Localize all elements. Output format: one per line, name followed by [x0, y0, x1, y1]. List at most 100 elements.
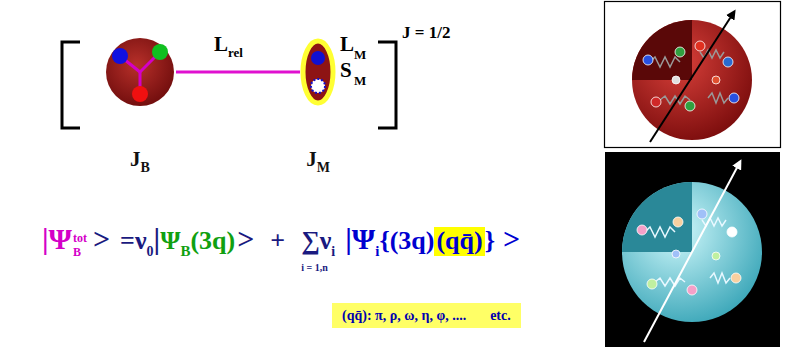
- quark-dot: [729, 93, 739, 103]
- gluon-spring: [708, 93, 728, 103]
- equation-symbol: }: [485, 226, 495, 255]
- equation-part: +: [270, 227, 285, 256]
- baryon-circle-fill: [106, 38, 174, 106]
- edge-label: L: [214, 34, 228, 55]
- left-bracket: [62, 42, 80, 128]
- equation-part: B: [180, 242, 190, 260]
- equation-part: }: [485, 227, 495, 256]
- meson-list-text: (qq̄): π, ρ, ω, η, φ, ....: [342, 308, 466, 323]
- right-bracket: [378, 42, 396, 128]
- equation-symbol: >: [503, 222, 520, 255]
- quark-dot: [651, 97, 661, 107]
- quark-dot: [731, 273, 741, 283]
- gluon-spring: [700, 50, 724, 58]
- cutaway: [632, 20, 692, 80]
- spin-label: JB: [84, 148, 196, 175]
- antiquark-dot: [311, 79, 325, 93]
- equation-part: (qq̄): [434, 227, 484, 256]
- quark-dot: [311, 51, 325, 65]
- quark-dot: [697, 209, 707, 219]
- gluon-spring: [645, 227, 675, 237]
- gluon-spring: [710, 273, 730, 283]
- relative-motion-line: [176, 71, 300, 74]
- script-label: tot: [73, 231, 87, 245]
- gluon-springs: [645, 218, 730, 286]
- equation-part: |: [154, 222, 161, 255]
- equation-part: ∑νi = 1,n: [301, 227, 331, 256]
- subscript-label: rel: [228, 46, 243, 59]
- equation-symbol: |: [154, 222, 161, 255]
- equation-part: totB: [73, 231, 87, 260]
- equation-symbol: +: [270, 226, 285, 255]
- quark-dot: [712, 76, 720, 84]
- meson-oval: JM: [300, 38, 336, 106]
- equation-symbol: >: [237, 222, 254, 255]
- quark-dot: [637, 225, 647, 235]
- subscript-label: M: [354, 74, 366, 87]
- proton-picture-cyan: [605, 152, 781, 348]
- equation-symbol: i: [331, 244, 335, 259]
- wavefunction-equation: |ΨtotB>=ν0|ΨB(3q)>+∑νi = 1,ni|Ψi{(3q)(qq…: [42, 222, 520, 260]
- equation-part: >: [93, 222, 110, 255]
- meson-oval-fill: [303, 41, 333, 103]
- total-spin-label: J = 1/2: [402, 24, 450, 41]
- quark-dot: [727, 227, 737, 237]
- picture-frame: [605, 152, 781, 348]
- equation-part: {(3q): [379, 227, 434, 256]
- picture-frame: [605, 2, 781, 148]
- spin-arrow: [650, 12, 734, 142]
- proton-picture-red: [605, 2, 781, 148]
- equation-symbol: {(3q): [379, 226, 434, 255]
- script-label: B: [73, 245, 87, 259]
- quark-dots: [643, 41, 739, 111]
- quantum-number-label: L: [340, 34, 354, 55]
- meson-list-text: etc.: [490, 308, 511, 323]
- equation-symbol: 0: [147, 244, 154, 259]
- quark-dot: [695, 41, 705, 51]
- quark-dot: [152, 44, 168, 60]
- equation-part: =ν: [120, 227, 146, 256]
- quark-dot: [672, 250, 680, 258]
- equation-part: 0: [147, 242, 154, 260]
- equation-part: i: [331, 242, 335, 260]
- equation-part: (3q): [190, 227, 235, 256]
- equation-part: >: [237, 222, 254, 255]
- meson-shape: [300, 38, 336, 106]
- quark-dot: [685, 101, 695, 111]
- quark-dot: [687, 285, 697, 295]
- equation-symbol: B: [180, 243, 190, 259]
- subscript-label: B: [141, 160, 150, 175]
- spin-symbol: J: [306, 147, 317, 171]
- quark-dot: [712, 252, 720, 260]
- equation-symbol: >: [93, 222, 110, 255]
- equation-symbol: (qq̄): [436, 226, 482, 255]
- equation-part: |Ψ: [345, 222, 375, 255]
- subscript-label: M: [317, 160, 330, 175]
- quark-dots: [637, 209, 741, 295]
- equation-symbol: ∑ν: [301, 226, 331, 255]
- baryon-shape: [104, 36, 176, 108]
- baryon-circle: JB: [104, 36, 176, 108]
- equation-symbol: Ψ: [160, 226, 180, 255]
- meson-list-box: (qq̄): π, ρ, ω, η, φ, .... etc.: [332, 303, 521, 328]
- equation-symbol: |Ψ: [42, 222, 72, 255]
- equation-part: >: [503, 222, 520, 255]
- quark-dot: [112, 48, 128, 64]
- quark-dot: [723, 57, 733, 67]
- equation-symbol: (3q): [190, 226, 235, 255]
- quark-dot: [132, 86, 148, 102]
- equation-symbol: i: [375, 243, 379, 259]
- equation-part: |Ψ: [42, 222, 72, 255]
- gluon-spring: [650, 57, 680, 67]
- equation-symbol: |Ψ: [345, 222, 375, 255]
- highlight-box: (qq̄): [434, 227, 484, 256]
- sum-limits: i = 1,n: [301, 262, 328, 273]
- subscript-label: M: [354, 48, 366, 61]
- equation-part: i: [375, 242, 379, 260]
- cutaway: [622, 182, 692, 252]
- spin-symbol: J: [130, 147, 141, 171]
- spin-arrow: [644, 162, 740, 342]
- equation-symbol: =ν: [120, 226, 146, 255]
- quark-dot: [647, 279, 657, 289]
